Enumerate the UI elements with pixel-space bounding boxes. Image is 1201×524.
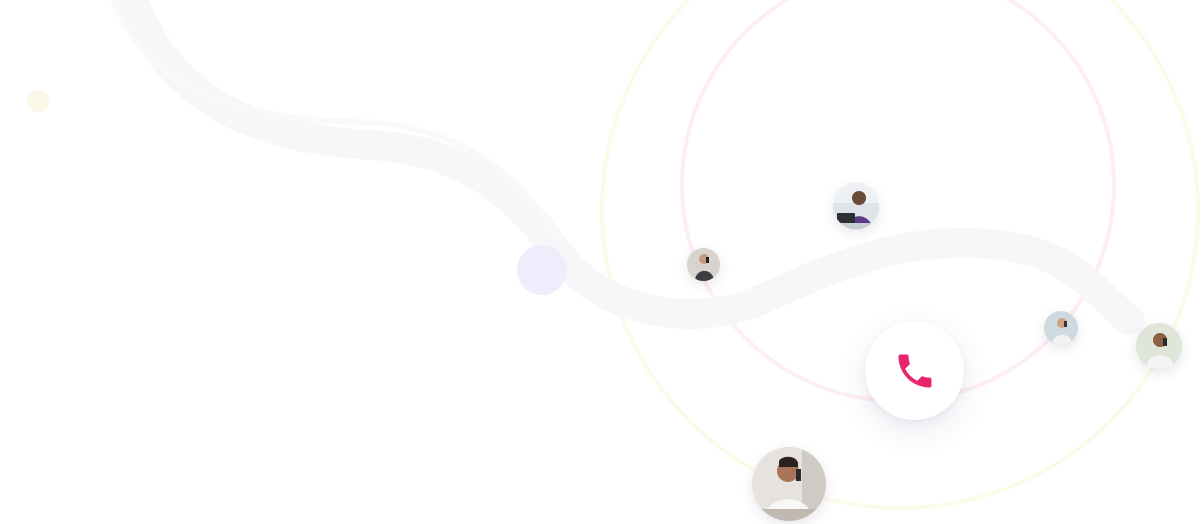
phone-icon xyxy=(898,354,931,387)
person-on-phone-icon xyxy=(752,447,826,521)
call-button[interactable] xyxy=(865,321,964,420)
wave-line xyxy=(110,0,563,243)
avatar-person-2 xyxy=(687,248,720,281)
avatar-person-5 xyxy=(752,447,826,521)
person-at-laptop-icon xyxy=(833,183,879,229)
person-on-phone-icon xyxy=(1044,311,1078,345)
avatar-person-4 xyxy=(1136,323,1182,369)
outer-ring xyxy=(600,0,1200,510)
yellow-dot xyxy=(27,90,49,112)
purple-dot xyxy=(517,245,567,295)
person-on-phone-icon xyxy=(687,248,720,281)
avatar-person-1 xyxy=(833,183,879,229)
wave-band xyxy=(117,0,1145,335)
avatar-person-3 xyxy=(1044,311,1078,345)
person-on-phone-icon xyxy=(1136,323,1182,369)
